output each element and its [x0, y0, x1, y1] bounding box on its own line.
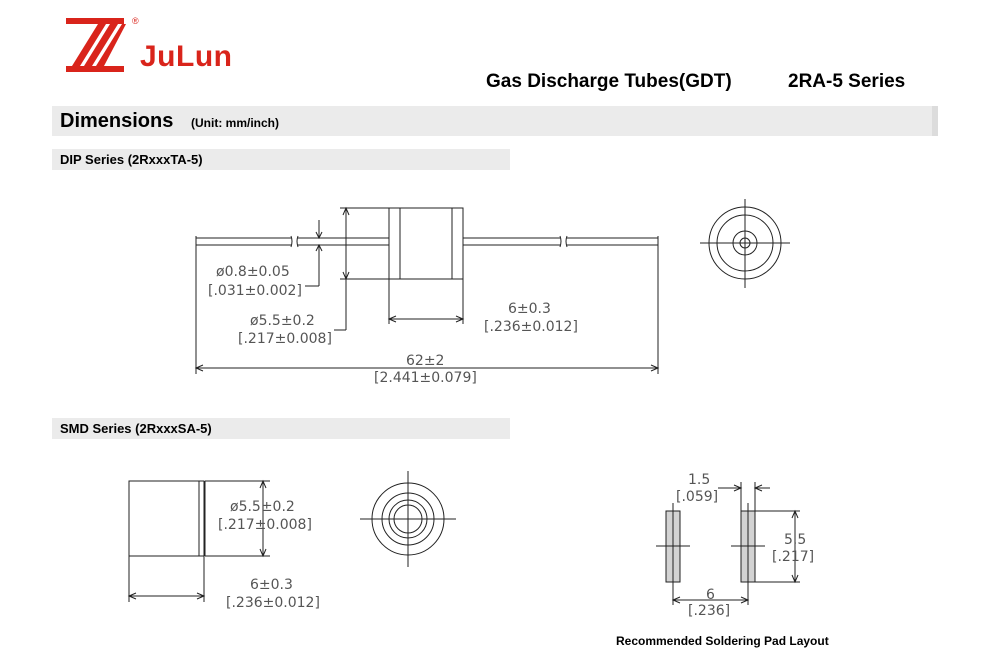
pad-pitch: 6 [706, 587, 715, 603]
dip-section-title: DIP Series (2RxxxTA-5) [60, 152, 203, 167]
smd-section-bar [52, 418, 510, 439]
dip-section-bar [52, 149, 510, 170]
brand-name: JuLun [140, 40, 233, 73]
dimensions-heading: Dimensions [60, 110, 174, 132]
dimensions-bar-edge [932, 106, 938, 136]
smd-body-length-inch: [.236±0.012] [226, 595, 320, 611]
dimensions-unit: (Unit: mm/inch) [191, 116, 279, 130]
dip-drawing [194, 199, 790, 374]
pad-width: 1.5 [688, 472, 711, 488]
smd-section-title: SMD Series (2RxxxSA-5) [60, 421, 212, 436]
registered-mark: ® [132, 16, 139, 26]
dip-lead-diameter: ø0.8±0.05 [216, 264, 290, 280]
pad-height: 5.5 [784, 532, 807, 548]
pad-pitch-inch: [.236] [688, 603, 731, 619]
dip-body-diameter: ø5.5±0.2 [250, 313, 315, 329]
smd-body-length: 6±0.3 [250, 577, 293, 593]
dimensions-bar [52, 106, 938, 136]
series-title: 2RA-5 Series [788, 71, 906, 92]
dip-body-diameter-inch: [.217±0.008] [238, 331, 332, 347]
dip-body-length-inch: [.236±0.012] [484, 319, 578, 335]
dip-body-length: 6±0.3 [508, 301, 551, 317]
dip-total-length-inch: [2.441±0.079] [374, 370, 477, 386]
dip-total-length: 62±2 [406, 353, 445, 369]
smd-body-diameter-inch: [.217±0.008] [218, 517, 312, 533]
pad-width-inch: [.059] [676, 489, 719, 505]
dip-lead-diameter-inch: [.031±0.002] [208, 283, 302, 299]
smd-drawing [127, 471, 456, 602]
smd-body-diameter: ø5.5±0.2 [230, 499, 295, 515]
document-title: Gas Discharge Tubes(GDT) [486, 71, 732, 92]
pad-layout-drawing [656, 482, 800, 605]
pad-height-inch: [.217] [772, 549, 815, 565]
pad-layout-caption: Recommended Soldering Pad Layout [616, 634, 829, 648]
julun-logo-icon [66, 18, 126, 72]
